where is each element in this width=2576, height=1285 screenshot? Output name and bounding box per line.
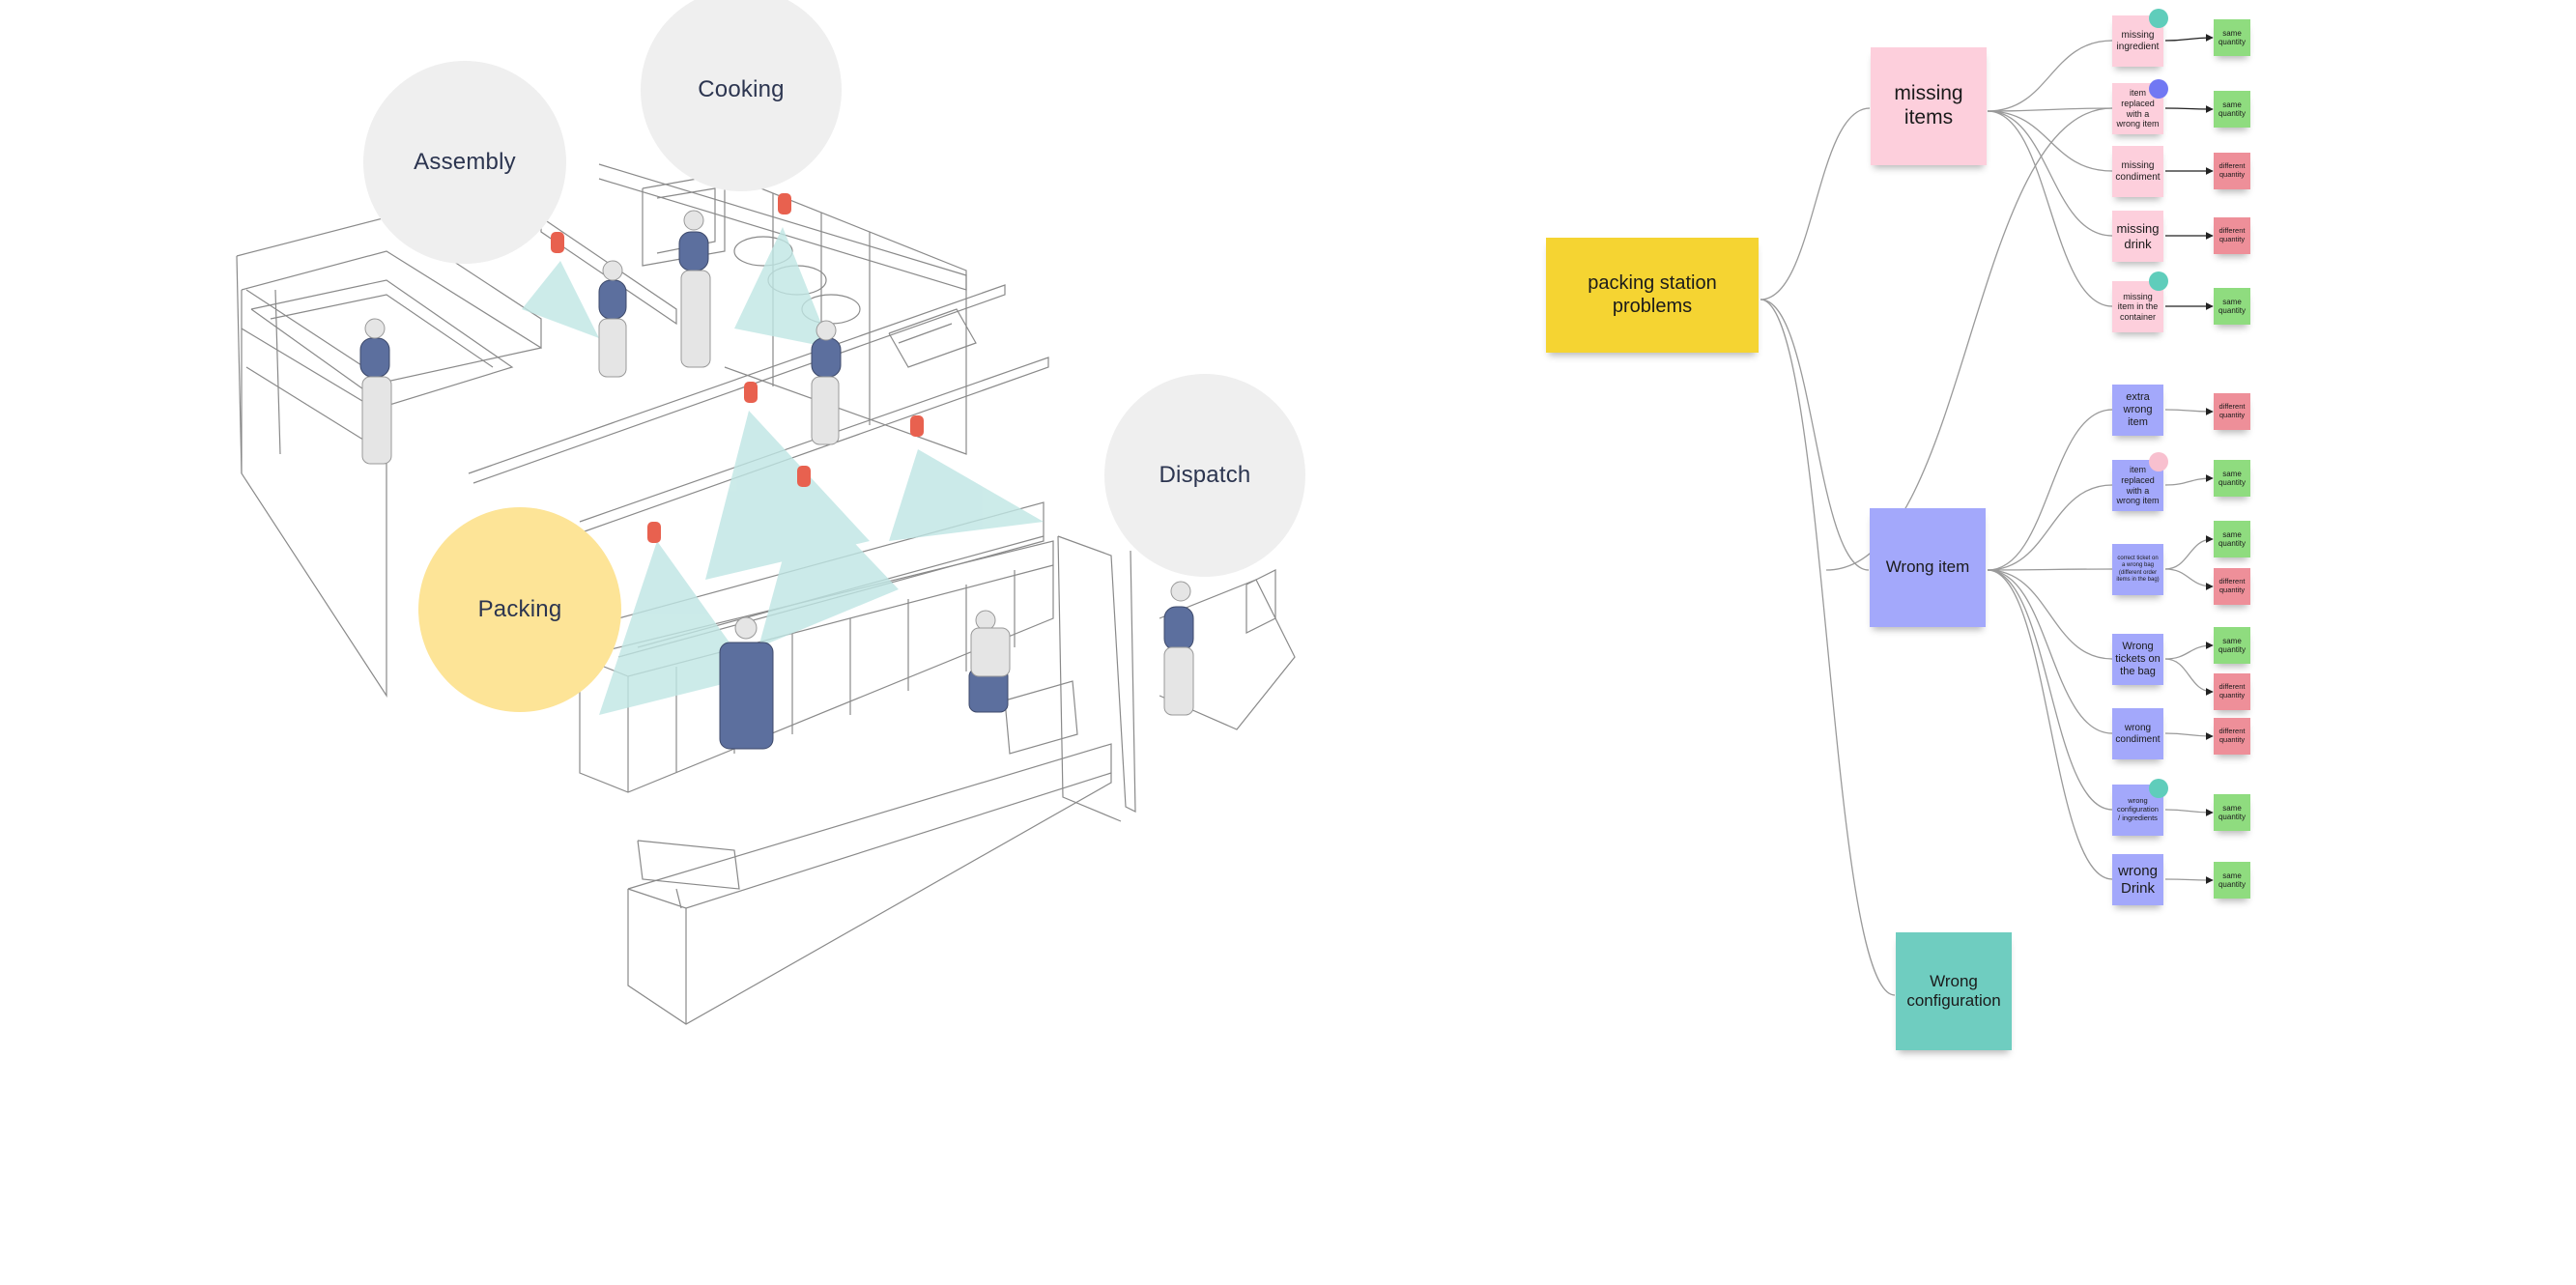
outcome-sticky-different-quantity[interactable]: different quantity xyxy=(2214,217,2250,254)
station-cooking-label: Cooking xyxy=(698,76,785,102)
sticky-missing-item-replaced-label: item replaced with a wrong item xyxy=(2116,88,2160,129)
outcome-label: different quantity xyxy=(2218,577,2246,594)
arrow-wrong-7 xyxy=(2164,809,2214,816)
outcome-sticky-same-quantity[interactable]: same quantity xyxy=(2214,794,2250,831)
outcome-label: different quantity xyxy=(2218,161,2246,179)
root-sticky-packing-station-problems[interactable]: packing station problems xyxy=(1546,238,1759,353)
sticky-missing-ingredient-label: missing ingredient xyxy=(2116,29,2160,52)
station-assembly[interactable]: Assembly xyxy=(363,61,566,264)
connector-root-wrong xyxy=(1760,299,1870,571)
outcome-sticky-different-quantity[interactable]: different quantity xyxy=(2214,673,2250,710)
sticky-missing-item-in-container-label: missing item in the container xyxy=(2117,291,2159,322)
kitchen-illustration xyxy=(236,163,1296,1025)
sticky-missing-condiment[interactable]: missing condiment xyxy=(2112,146,2163,197)
sticky-wrong-condiment-label: wrong condiment xyxy=(2115,722,2161,745)
connector-missing-child-2 xyxy=(1987,110,2113,172)
status-dot xyxy=(2149,271,2168,291)
sticky-wrong-configuration-ingredients-label: wrong configuration / ingredients xyxy=(2117,796,2159,822)
outcome-sticky-same-quantity[interactable]: same quantity xyxy=(2214,288,2250,325)
arrow-wrong-6 xyxy=(2164,732,2214,740)
outcome-sticky-different-quantity[interactable]: different quantity xyxy=(2214,393,2250,430)
connector-wrong-child-0 xyxy=(1987,409,2113,571)
sticky-correct-ticket-wrong-bag[interactable]: correct ticket on a wrong bag (different… xyxy=(2112,544,2163,595)
station-packing[interactable]: Packing xyxy=(418,507,621,712)
connector-wrong-child-6 xyxy=(1987,569,2113,880)
status-dot xyxy=(2149,779,2168,798)
category-missing-label: missing items xyxy=(1894,82,1963,128)
sticky-missing-condiment-label: missing condiment xyxy=(2115,159,2161,183)
outcome-label: different quantity xyxy=(2218,226,2246,243)
connector-root-config xyxy=(1760,299,1896,996)
arrow-wrong-5 xyxy=(2164,658,2214,696)
outcome-sticky-different-quantity[interactable]: different quantity xyxy=(2214,568,2250,605)
outcome-sticky-same-quantity[interactable]: same quantity xyxy=(2214,521,2250,557)
outcome-label: same quantity xyxy=(2218,871,2247,889)
category-wrong-label: Wrong item xyxy=(1885,557,1970,577)
outcome-sticky-same-quantity[interactable]: same quantity xyxy=(2214,19,2250,56)
arrow-missing-0 xyxy=(2164,34,2214,42)
status-dot xyxy=(2149,452,2168,471)
connector-wrong-child-3 xyxy=(1987,569,2113,660)
outcome-sticky-same-quantity[interactable]: same quantity xyxy=(2214,460,2250,497)
outcome-sticky-same-quantity[interactable]: same quantity xyxy=(2214,862,2250,899)
category-sticky-wrong-item[interactable]: Wrong item xyxy=(1870,508,1986,627)
arrow-wrong-1 xyxy=(2164,474,2214,486)
sticky-correct-ticket-wrong-bag-label: correct ticket on a wrong bag (different… xyxy=(2116,556,2160,583)
sticky-extra-wrong-item[interactable]: extra wrong item xyxy=(2112,385,2163,436)
connector-missing-child-3 xyxy=(1987,110,2113,237)
sticky-wrong-condiment[interactable]: wrong condiment xyxy=(2112,708,2163,759)
connector-wrong-child-4 xyxy=(1987,569,2113,734)
arrow-wrong-2 xyxy=(2164,535,2214,570)
outcome-label: different quantity xyxy=(2218,682,2246,700)
connector-wrong-child-2 xyxy=(1987,568,2113,571)
sticky-missing-drink[interactable]: missing drink xyxy=(2112,211,2163,262)
outcome-label: same quantity xyxy=(2218,28,2247,46)
outcome-label: same quantity xyxy=(2218,469,2247,487)
outcome-label: same quantity xyxy=(2218,529,2247,548)
outcome-sticky-different-quantity[interactable]: different quantity xyxy=(2214,718,2250,755)
arrow-missing-1 xyxy=(2164,105,2214,113)
station-dispatch[interactable]: Dispatch xyxy=(1104,374,1305,577)
arrow-wrong-0 xyxy=(2164,408,2214,415)
station-packing-label: Packing xyxy=(477,596,562,622)
outcome-label: same quantity xyxy=(2218,636,2247,654)
connector-missing-child-4 xyxy=(1987,110,2113,307)
sticky-wrong-item-replaced-label: item replaced with a wrong item xyxy=(2116,465,2160,506)
category-config-label: Wrong configuration xyxy=(1906,971,2001,1010)
status-dot xyxy=(2149,79,2168,99)
outcome-label: same quantity xyxy=(2218,297,2247,315)
outcome-sticky-same-quantity[interactable]: same quantity xyxy=(2214,91,2250,128)
arrow-wrong-8 xyxy=(2164,876,2214,884)
outcome-label: same quantity xyxy=(2218,100,2247,118)
arrow-wrong-4 xyxy=(2164,642,2214,660)
sticky-missing-drink-label: missing drink xyxy=(2116,221,2160,251)
sticky-wrong-drink[interactable]: wrong Drink xyxy=(2112,854,2163,905)
outcome-label: different quantity xyxy=(2218,727,2246,744)
sticky-wrong-drink-label: wrong Drink xyxy=(2118,862,2158,897)
connector-wrong-child-1 xyxy=(1987,484,2113,571)
station-assembly-label: Assembly xyxy=(414,149,516,175)
connector-missing-child-1 xyxy=(1987,107,2113,112)
arrow-wrong-3 xyxy=(2164,568,2214,590)
sticky-extra-wrong-item-label: extra wrong item xyxy=(2123,391,2153,428)
outcome-sticky-different-quantity[interactable]: different quantity xyxy=(2214,153,2250,189)
station-dispatch-label: Dispatch xyxy=(1159,462,1251,488)
outcome-sticky-same-quantity[interactable]: same quantity xyxy=(2214,627,2250,664)
connector-root-missing xyxy=(1760,107,1871,300)
outcome-label: same quantity xyxy=(2218,803,2247,821)
sticky-missing-item-in-container[interactable]: missing item in the container xyxy=(2112,281,2163,332)
root-sticky-label: packing station problems xyxy=(1588,271,1717,317)
category-sticky-wrong-configuration[interactable]: Wrong configuration xyxy=(1896,932,2012,1050)
sticky-wrong-tickets-on-bag[interactable]: Wrong tickets on the bag xyxy=(2112,634,2163,685)
sticky-wrong-tickets-on-bag-label: Wrong tickets on the bag xyxy=(2115,641,2161,677)
connector-cross-link xyxy=(1825,107,2113,571)
connector-missing-child-0 xyxy=(1987,40,2113,112)
station-cooking[interactable]: Cooking xyxy=(641,0,842,191)
outcome-label: different quantity xyxy=(2218,402,2246,419)
category-sticky-missing-items[interactable]: missing items xyxy=(1871,47,1987,165)
connector-wrong-child-5 xyxy=(1987,569,2113,811)
status-dot xyxy=(2149,9,2168,28)
